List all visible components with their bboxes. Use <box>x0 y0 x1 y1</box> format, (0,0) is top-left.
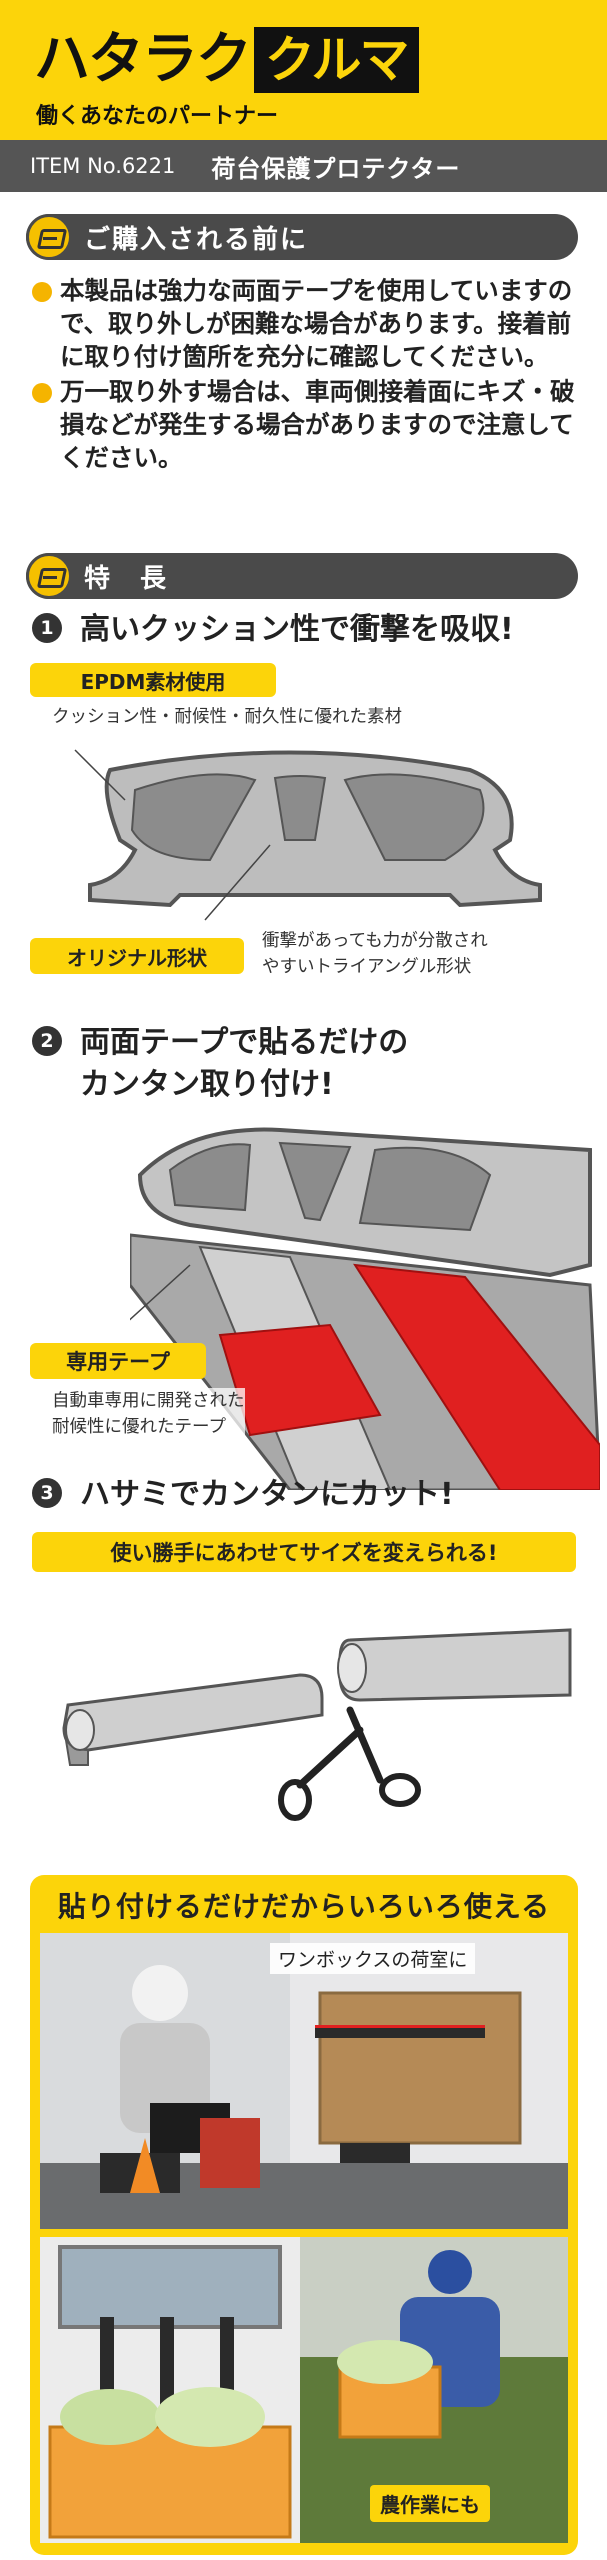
material-desc: クッション性・耐候性・耐久性に優れた素材 <box>52 707 402 727</box>
tape-desc: 自動車専用に開発された 耐候性に優れたテープ <box>52 1388 245 1440</box>
number-circle-icon: 2 <box>32 1026 62 1056</box>
feature-3-header: 3 ハサミでカンタンにカット! <box>32 1474 454 1516</box>
scissors-icon <box>278 1706 421 1821</box>
notice-text: 本製品は強力な両面テープを使用していますので、取り外しが困難な場合があります。接… <box>60 276 573 371</box>
tape-install-diagram <box>130 1127 600 1490</box>
vegetable-crate-1 <box>48 2425 292 2539</box>
worker-helmet <box>132 1965 188 2021</box>
resize-banner: 使い勝手にあわせてサイズを変えられる! <box>32 1532 576 1572</box>
profile-chamber <box>168 1143 252 1212</box>
shape-tag: オリジナル形状 <box>30 938 244 974</box>
tape-tag: 専用テープ <box>30 1343 206 1379</box>
van-photo-label: ワンボックスの荷室に <box>270 1943 476 1974</box>
cargo-wood-panel <box>318 1991 522 2145</box>
notice-section-header: ご購入される前に <box>26 214 578 260</box>
protector-strip-top <box>315 2028 485 2038</box>
feature-1-header: 1 高いクッション性で衝撃を吸収! <box>32 609 514 651</box>
shape-desc: 衝撃があっても力が分散され やすいトライアングル形状 <box>262 931 488 977</box>
wrench-car-icon <box>26 214 72 260</box>
profile-chamber <box>358 1146 492 1232</box>
wrench-car-icon <box>26 553 72 599</box>
usecase-panel: 貼り付けるだけだからいろいろ使える ワンボックスの荷室に <box>30 1875 578 2555</box>
brand-tagline: 働くあなたのパートナー <box>36 104 279 129</box>
notice-item: 万一取り外す場合は、車両側接着面にキズ・破損などが発生する場合がありますので注意… <box>30 375 585 474</box>
shape-leader-line <box>204 844 271 921</box>
number-circle-icon: 1 <box>32 613 62 643</box>
cut-illustration <box>62 1628 572 1821</box>
logo-text-left: ハタラク <box>34 27 252 92</box>
profile-chamber <box>278 1141 352 1222</box>
feature-2-title: 両面テープで貼るだけの カンタン取り付け! <box>80 1025 409 1102</box>
item-number: ITEM No.6221 <box>30 154 176 178</box>
features-title: 特 長 <box>84 563 169 594</box>
tape-strip-right <box>353 1263 600 1490</box>
farm-photo-label: 農作業にも <box>370 2485 490 2522</box>
bullet-dot-icon <box>32 383 52 403</box>
bullet-dot-icon <box>32 282 52 302</box>
traffic-cone <box>130 2138 160 2193</box>
profile-chamber-left <box>130 773 257 862</box>
brand-logo: ハタラク クルマ <box>34 27 419 93</box>
brand-header: ハタラク クルマ 働くあなたのパートナー <box>0 0 607 140</box>
profile-chamber-right <box>343 773 485 861</box>
item-name: 荷台保護プロテクター <box>211 154 461 183</box>
number-circle-icon: 3 <box>32 1478 62 1508</box>
farmer-cap <box>428 2250 472 2294</box>
cut-piece-left <box>62 1673 324 1766</box>
features-section-header: 特 長 <box>26 553 578 599</box>
logo-text-right: クルマ <box>254 27 419 93</box>
item-bar: ITEM No.6221 荷台保護プロテクター <box>0 140 607 192</box>
material-tag: EPDM素材使用 <box>30 663 276 697</box>
notice-item: 本製品は強力な両面テープを使用していますので、取り外しが困難な場合があります。接… <box>30 274 585 373</box>
feature-2-header: 2 両面テープで貼るだけの カンタン取り付け! <box>32 1022 408 1106</box>
notice-text: 万一取り外す場合は、車両側接着面にキズ・破損などが発生する場合がありますので注意… <box>60 377 575 472</box>
truck-cab-window <box>58 2245 282 2329</box>
usecase-title: 貼り付けるだけだからいろいろ使える <box>57 1890 551 1923</box>
van-cargo-photo: ワンボックスの荷室に <box>40 1933 568 2229</box>
profile-cross-section <box>74 749 542 921</box>
feature-1-title: 高いクッション性で衝撃を吸収! <box>80 612 514 647</box>
farm-truck-photo: 農作業にも <box>40 2237 568 2543</box>
material-leader-line <box>74 749 126 801</box>
notice-list: 本製品は強力な両面テープを使用していますので、取り外しが困難な場合があります。接… <box>30 274 585 476</box>
notice-title: ご購入される前に <box>84 224 309 255</box>
cut-piece-right <box>337 1628 572 1702</box>
tape-leader-line <box>130 1264 191 1321</box>
crate-red <box>200 2118 260 2188</box>
profile-chamber-center <box>273 775 327 841</box>
feature-3-title: ハサミでカンタンにカット! <box>80 1477 454 1512</box>
